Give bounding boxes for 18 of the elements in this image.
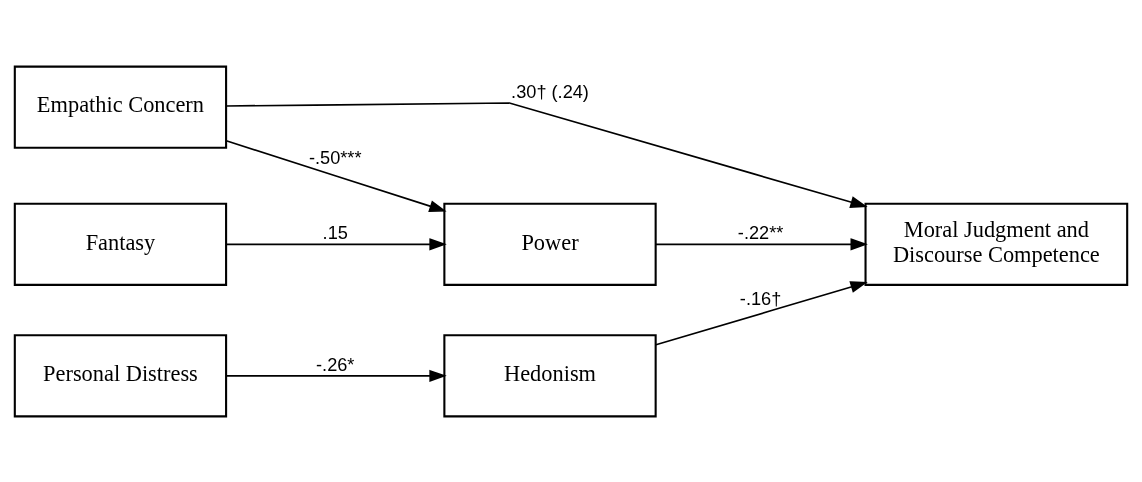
edge-label: -.16† — [739, 288, 782, 309]
arrow — [225, 101, 868, 208]
edge-label: -.26* — [316, 354, 355, 375]
arrow — [225, 139, 447, 212]
edge-label: .30† (.24) — [511, 81, 589, 102]
node-box: Fantasy — [13, 202, 228, 286]
arrow — [655, 237, 868, 250]
node-box: Moral Judgment and Discourse Competence — [864, 202, 1129, 286]
edge-label: -.22** — [737, 222, 784, 243]
node-box: Personal Distress — [13, 333, 228, 417]
node-box: Hedonism — [443, 333, 657, 417]
node-box: Empathic Concern — [13, 65, 228, 149]
edge-label: .15 — [322, 222, 348, 243]
arrow — [225, 369, 447, 382]
edge-label: -.50*** — [308, 147, 362, 168]
arrow — [225, 237, 447, 250]
node-box: Power — [443, 202, 657, 286]
arrow — [655, 280, 868, 346]
